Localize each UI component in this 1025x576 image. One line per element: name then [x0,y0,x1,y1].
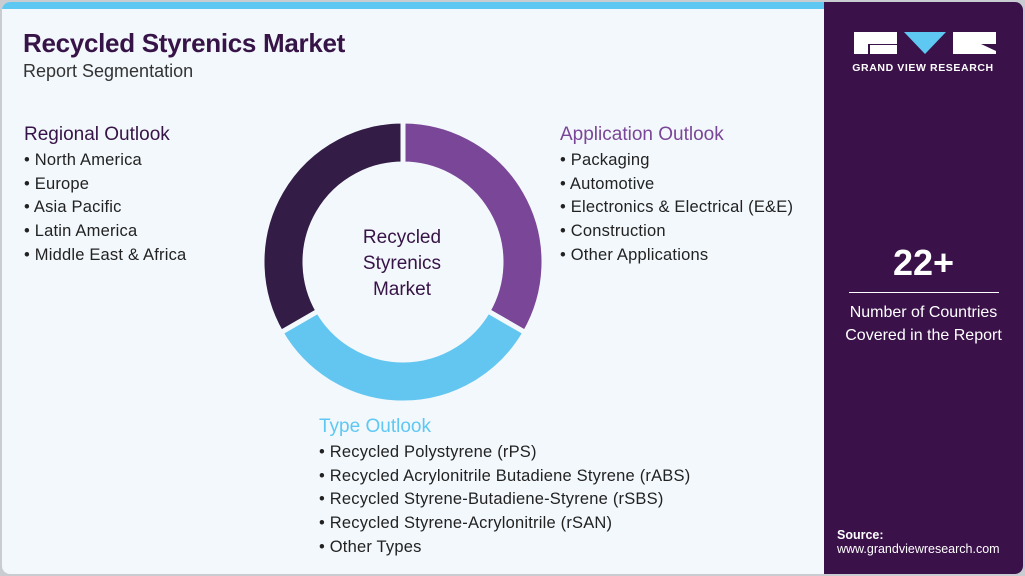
list-item: Europe [24,173,186,197]
list-item: Asia Pacific [24,196,186,220]
donut-segment [277,307,529,405]
list-item: Recycled Styrene-Acrylonitrile (rSAN) [319,512,690,536]
list-item: Latin America [24,220,186,244]
source: Source: www.grandviewresearch.com [837,528,1000,556]
segmentation-donut [260,119,546,405]
gvr-logo-icon [854,32,996,54]
list-item: Packaging [560,149,793,173]
stat-label: Number of Countries [849,304,998,321]
stat-value: 22+ [892,242,955,283]
application-heading: Application Outlook [560,124,724,145]
center-line: Recycled [362,227,442,248]
countries-stat: 22+ Number of Countries Covered in the R… [824,242,1023,347]
list-item: Construction [560,220,793,244]
type-heading: Type Outlook [319,416,431,437]
logo-text: GRAND VIEW RESEARCH [852,62,994,74]
donut-center-label: Recycled Styrenics Market [312,225,492,303]
regional-heading: Regional Outlook [24,124,170,145]
list-item: Recycled Acrylonitrile Butadiene Styrene… [319,465,690,489]
list-item: Electronics & Electrical (E&E) [560,196,793,220]
donut-segment [260,119,406,336]
donut-segment [400,119,546,336]
page-title: Recycled Styrenics Market [23,28,346,58]
center-line: Market [372,279,432,300]
type-outlook: Type Outlook Recycled Polystyrene (rPS) … [319,416,690,560]
list-item: Other Applications [560,244,793,268]
accent-bar [2,2,824,9]
list-item: Other Types [319,536,690,560]
page-subtitle: Report Segmentation [23,61,194,81]
list-item: Automotive [560,173,793,197]
stat-label: Covered in the Report [845,327,1002,344]
source-label: Source: [837,528,884,542]
application-outlook: Application Outlook Packaging Automotive… [560,124,793,268]
source-url[interactable]: www.grandviewresearch.com [837,542,1000,556]
list-item: Recycled Styrene-Butadiene-Styrene (rSBS… [319,488,690,512]
sidebar [824,2,1023,574]
regional-outlook: Regional Outlook North America Europe As… [24,124,186,268]
list-item: North America [24,149,186,173]
list-item: Recycled Polystyrene (rPS) [319,441,690,465]
center-line: Styrenics [362,253,442,274]
divider [848,292,999,293]
list-item: Middle East & Africa [24,244,186,268]
